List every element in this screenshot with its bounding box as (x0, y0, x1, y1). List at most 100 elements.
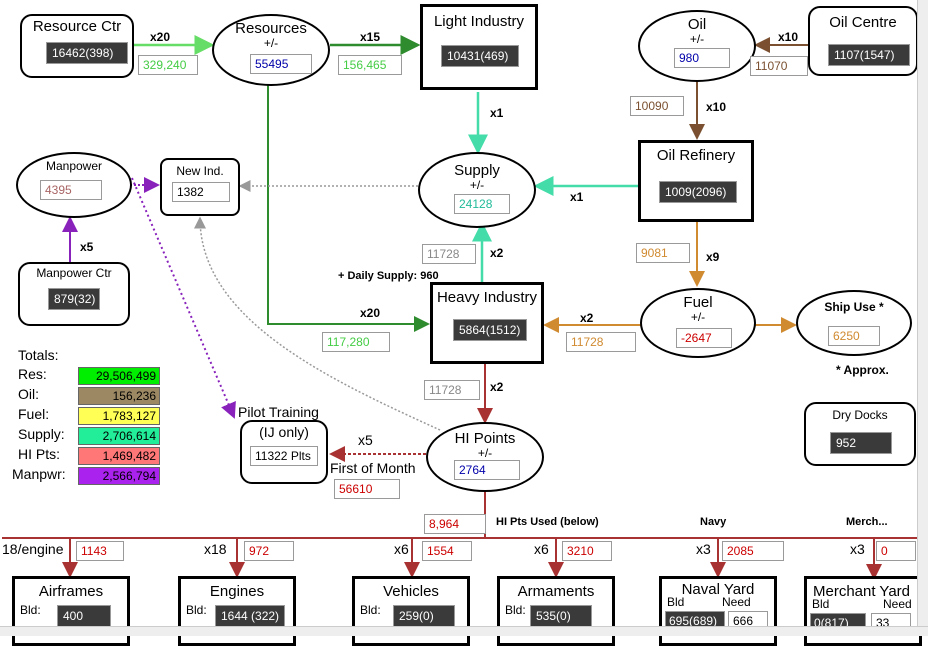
totals-label: Supply: (18, 426, 65, 442)
pilot-training-node[interactable]: (IJ only) 11322 Plts (240, 420, 328, 484)
totals-value: 2,706,614 (78, 427, 160, 445)
approx-note: * Approx. (836, 363, 889, 377)
arrow-hi-points-to-new-ind (194, 216, 441, 431)
totals-value: 156,236 (78, 387, 160, 405)
resource-ctr-value: 16462(398) (46, 42, 128, 64)
pilot-training-title: Pilot Training (238, 404, 319, 420)
totals-label: Res: (18, 366, 47, 382)
first-of-month-label: First of Month (330, 460, 416, 476)
resources-title: Resources (235, 20, 307, 37)
res-to-hi-value: 117,280 (322, 332, 390, 352)
heavy-industry-node[interactable]: Heavy Industry 5864(1512) (430, 282, 544, 364)
resources-value: 55495 (250, 54, 312, 74)
totals-label: Fuel: (18, 406, 50, 422)
oil-centre-node[interactable]: Oil Centre 1107(1547) (808, 6, 918, 76)
merchant-yard-bld-label: Bld (812, 597, 830, 611)
vehicles-hi-value: 1554 (422, 541, 472, 561)
arrow-resources-to-heavy-industry (267, 84, 430, 332)
oc-to-oil-multiplier: x10 (778, 30, 799, 44)
pilot-training-subtitle: (IJ only) (259, 424, 309, 440)
ship-use-node[interactable]: Ship Use * 6250 (796, 290, 912, 356)
dry-docks-title: Dry Docks (832, 408, 888, 422)
vehicles-bld-label: Bld: (360, 603, 381, 617)
manpower-node[interactable]: Manpower 4395 (16, 152, 132, 218)
fuel-plus-minus: +/- (690, 310, 706, 324)
vehicles-multiplier: x6 (394, 541, 409, 557)
first-of-month-value: 56610 (334, 479, 400, 499)
airframes-title: Airframes (38, 583, 104, 600)
ship-use-value: 6250 (828, 326, 880, 346)
resource-ctr-node[interactable]: Resource Ctr 16462(398) (20, 14, 134, 78)
hi-to-supply-value: 11728 (422, 244, 476, 264)
merchant-yard-hi-value: 0 (876, 541, 916, 561)
hi-to-hip-value: 11728 (424, 380, 480, 400)
hi-used-label: HI Pts Used (below) (496, 516, 599, 528)
vertical-scrollbar[interactable] (917, 0, 928, 636)
merchant-yard-multiplier: x3 (850, 541, 865, 557)
engines-bld-label: Bld: (186, 603, 207, 617)
heavy-industry-title: Heavy Industry (436, 289, 538, 306)
res-to-li-multiplier: x15 (360, 30, 381, 44)
oil-refinery-title: Oil Refinery (656, 147, 736, 164)
hi-to-hip-multiplier: x2 (490, 380, 504, 394)
supply-arrows (468, 92, 638, 282)
mp-ctr-multiplier: x5 (80, 240, 94, 254)
rc-to-res-multiplier: x20 (150, 30, 171, 44)
oil-node[interactable]: Oil +/- 980 (638, 10, 756, 82)
armaments-hi-value: 3210 (562, 541, 612, 561)
rc-to-res-value: 329,240 (138, 55, 198, 75)
new-ind-title: New Ind. (176, 164, 224, 178)
horizontal-scrollbar[interactable] (0, 626, 928, 636)
fuel-node[interactable]: Fuel +/- -2647 (640, 288, 756, 358)
engines-title: Engines (209, 583, 265, 600)
totals-value: 1,469,482 (78, 447, 160, 465)
supply-node[interactable]: Supply +/- 24128 (418, 152, 536, 228)
ship-use-title: Ship Use * (824, 300, 884, 314)
oil-arrows (689, 37, 810, 140)
supply-plus-minus: +/- (469, 178, 485, 192)
engines-hi-value: 972 (244, 541, 294, 561)
merchant-yard-need-label: Need (883, 597, 912, 611)
oil-to-ref-multiplier: x10 (706, 100, 727, 114)
totals-value: 1,783,127 (78, 407, 160, 425)
li-to-supply-multiplier: x1 (490, 106, 504, 120)
resources-plus-minus: +/- (263, 36, 279, 50)
airframes-bld-value: 400 (57, 605, 111, 627)
fuel-to-hi-multiplier: x2 (580, 311, 594, 325)
light-industry-value: 10431(469) (441, 45, 519, 67)
armaments-bld-value: 535(0) (530, 605, 592, 627)
new-ind-arrows (194, 180, 441, 431)
new-ind-node[interactable]: New Ind. 1382 (160, 158, 240, 216)
naval-yard-bld-label: Bld (667, 595, 685, 609)
manpower-title: Manpower (45, 159, 103, 173)
resource-arrows (134, 35, 430, 332)
engines-bld-value: 1644 (322) (215, 605, 285, 627)
vehicles-bld-value: 259(0) (393, 605, 455, 627)
dry-docks-node[interactable]: Dry Docks 952 (804, 402, 916, 466)
navy-label: Navy (700, 516, 727, 528)
totals-heading: Totals: (18, 347, 59, 363)
res-to-li-value: 156,465 (338, 55, 402, 75)
hi-points-plus-minus: +/- (477, 446, 493, 460)
ref-to-fuel-multiplier: x9 (706, 250, 720, 264)
vehicles-title: Vehicles (383, 583, 439, 600)
dry-docks-value: 952 (830, 432, 892, 454)
engines-multiplier: x18 (204, 541, 227, 557)
supply-title: Supply (454, 162, 500, 179)
armaments-bld-label: Bld: (505, 603, 526, 617)
airframes-hi-value: 1143 (76, 541, 124, 561)
oil-refinery-node[interactable]: Oil Refinery 1009(2096) (638, 140, 754, 222)
light-industry-node[interactable]: Light Industry 10431(469) (420, 4, 538, 90)
fuel-to-hi-value: 11728 (566, 332, 636, 352)
oil-refinery-value: 1009(2096) (659, 181, 737, 203)
manpower-ctr-node[interactable]: Manpower Ctr 879(32) (18, 262, 130, 326)
naval-yard-hi-value: 2085 (722, 541, 784, 561)
oil-to-ref-value: 10090 (630, 96, 684, 116)
heavy-industry-value: 5864(1512) (453, 319, 527, 341)
hip-to-pilot-multiplier: x5 (358, 432, 373, 448)
hi-to-supply-multiplier: x2 (490, 246, 504, 260)
resources-node[interactable]: Resources +/- 55495 (212, 14, 330, 86)
hi-points-node[interactable]: HI Points +/- 2764 (426, 422, 544, 492)
fuel-title: Fuel (683, 294, 713, 311)
